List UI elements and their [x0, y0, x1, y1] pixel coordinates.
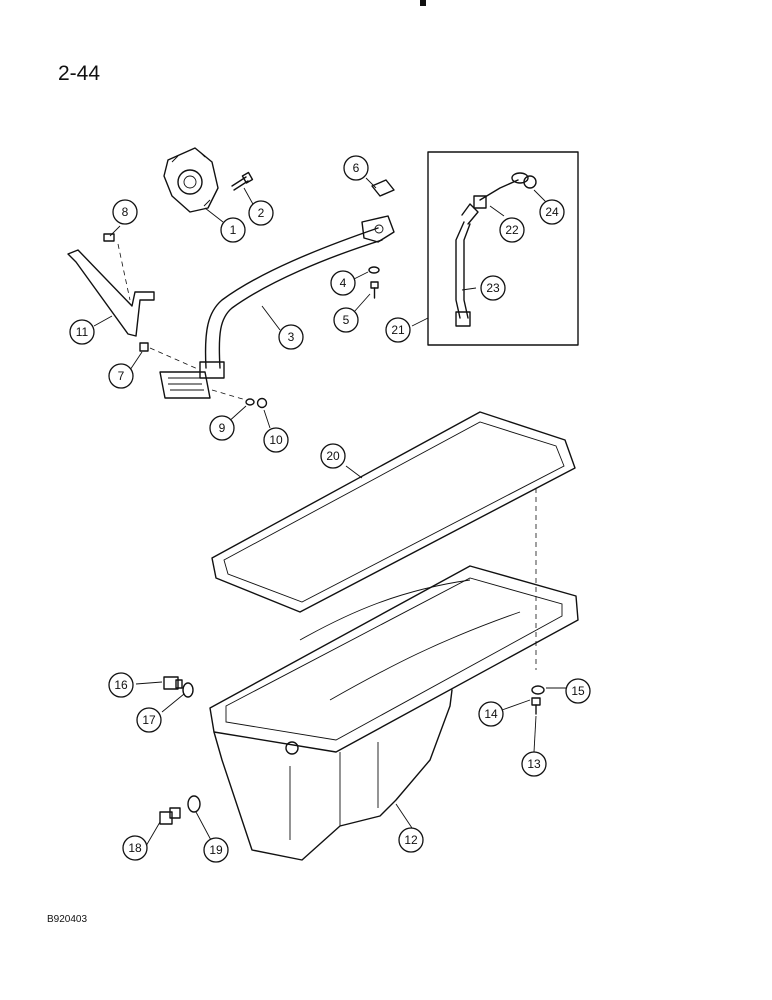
nut-10 — [256, 397, 268, 409]
nut-7-guide — [149, 347, 201, 371]
suction-tube — [199, 215, 395, 379]
oil-pan — [209, 565, 579, 861]
washer-9 — [245, 398, 255, 406]
callout-6: 6 — [343, 155, 369, 181]
svg-text:22: 22 — [505, 223, 519, 237]
flange-gasket — [371, 179, 395, 197]
screw-8-guide — [117, 243, 131, 301]
callout-4: 4 — [330, 270, 356, 296]
callout-1: 1 — [220, 217, 246, 243]
nut-7 — [139, 342, 149, 352]
pump-bolt — [231, 171, 254, 191]
callout-9: 9 — [209, 415, 235, 441]
callout-5: 5 — [333, 307, 359, 333]
washer-guide — [211, 389, 247, 401]
svg-text:5: 5 — [343, 313, 350, 327]
svg-text:6: 6 — [353, 161, 360, 175]
dipstick-tube — [455, 203, 479, 327]
callout-13: 13 — [521, 751, 547, 777]
oil-pan-gasket — [211, 411, 576, 613]
oil-pump — [163, 147, 219, 213]
suction-screen — [159, 371, 211, 399]
screw-13 — [531, 697, 541, 715]
callout-14: 14 — [478, 701, 504, 727]
callout-15: 15 — [565, 678, 591, 704]
svg-text:18: 18 — [128, 841, 142, 855]
svg-text:4: 4 — [340, 276, 347, 290]
washer-17 — [182, 682, 194, 698]
svg-text:23: 23 — [486, 281, 500, 295]
svg-text:3: 3 — [288, 330, 295, 344]
washer-4 — [368, 266, 380, 274]
svg-text:15: 15 — [571, 684, 585, 698]
page-top-mark — [420, 0, 426, 6]
screw-8 — [103, 233, 115, 242]
svg-text:16: 16 — [114, 678, 128, 692]
callout-22: 22 — [499, 217, 525, 243]
figure-id: B920403 — [47, 914, 88, 925]
callout-21: 21 — [385, 317, 411, 343]
page-number: 2-44 — [58, 62, 101, 85]
dipstick — [473, 172, 529, 209]
callout-19: 19 — [203, 837, 229, 863]
svg-text:1: 1 — [230, 223, 237, 237]
svg-text:11: 11 — [76, 325, 89, 339]
svg-text:13: 13 — [527, 757, 541, 771]
callout-24: 24 — [539, 199, 565, 225]
washer-15 — [531, 685, 545, 695]
svg-text:10: 10 — [269, 433, 283, 447]
plug-16 — [163, 676, 183, 690]
callout-12: 12 — [398, 827, 424, 853]
callout-3: 3 — [278, 324, 304, 350]
washer-19 — [187, 795, 201, 813]
callout-20: 20 — [320, 443, 346, 469]
callout-17: 17 — [136, 707, 162, 733]
svg-text:12: 12 — [404, 833, 418, 847]
svg-text:17: 17 — [142, 713, 156, 727]
plug-18 — [159, 807, 181, 825]
callout-23: 23 — [480, 275, 506, 301]
svg-text:21: 21 — [391, 323, 405, 337]
leader-lines — [93, 177, 566, 847]
support-bracket — [67, 249, 155, 337]
callout-8: 8 — [112, 199, 138, 225]
dipstick-seal — [523, 175, 537, 189]
svg-text:19: 19 — [209, 843, 223, 857]
svg-text:14: 14 — [484, 707, 498, 721]
svg-text:2: 2 — [258, 206, 265, 220]
svg-text:20: 20 — [326, 449, 340, 463]
callout-2: 2 — [248, 200, 274, 226]
callout-10: 10 — [263, 427, 289, 453]
capscrew-5 — [370, 281, 379, 299]
callout-18: 18 — [122, 835, 148, 861]
svg-text:24: 24 — [545, 205, 559, 219]
svg-text:7: 7 — [118, 369, 125, 383]
svg-text:9: 9 — [219, 421, 226, 435]
dipstick-kit-box — [427, 151, 579, 346]
callout-7: 7 — [108, 363, 134, 389]
callout-11: 11 — [69, 319, 95, 345]
svg-text:8: 8 — [122, 205, 129, 219]
callout-16: 16 — [108, 672, 134, 698]
